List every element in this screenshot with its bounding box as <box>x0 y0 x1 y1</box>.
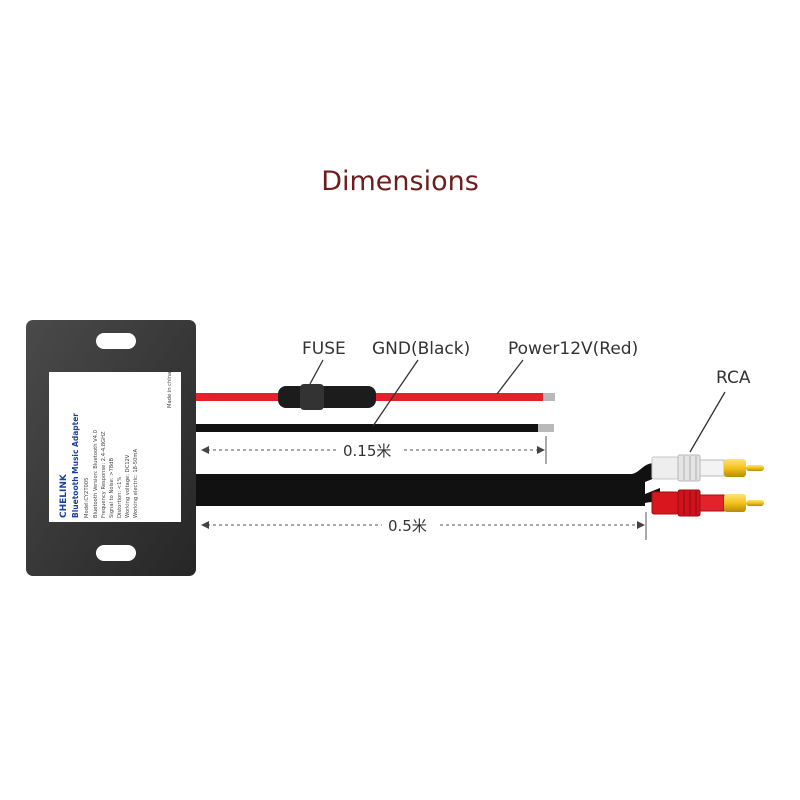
gnd-leader-line <box>372 359 419 427</box>
mounting-hole-bottom <box>96 545 136 561</box>
spec-line-1: Bluetooth Version: Bluetooth V4.0 <box>93 430 99 518</box>
rca-leader-line <box>689 391 726 453</box>
fuse-label: FUSE <box>302 339 346 359</box>
fuse-holder <box>278 384 376 410</box>
origin-text: Made in china <box>167 372 173 408</box>
device-label-text: CHELINK Bluetooth Music Adapter Model:CY… <box>59 372 173 518</box>
spec-line-3: Signal to Noise: >78dB <box>109 458 115 518</box>
rca-label: RCA <box>716 368 751 388</box>
spec-line-2: Frequency Response: 2.4-4.8GHZ <box>101 431 107 518</box>
spec-line-5: Working voltage: DC12V <box>125 454 131 518</box>
spec-line-6: Working electric: 18-50mA <box>133 449 139 518</box>
spec-line-4: Distortion: <1% <box>117 477 123 518</box>
rca-cable <box>195 463 660 506</box>
adapter-device: CHELINK Bluetooth Music Adapter Model:CY… <box>26 320 196 576</box>
device-label <box>49 372 181 522</box>
product-name: Bluetooth Music Adapter <box>71 413 80 518</box>
fuse-leader-line <box>309 359 324 385</box>
dimension-short: 0.15米 <box>201 436 547 464</box>
brand-logo: CHELINK <box>59 473 69 518</box>
gnd-label: GND(Black) <box>372 339 470 359</box>
dimension-long-label: 0.5米 <box>388 517 427 535</box>
power-label: Power12V(Red) <box>508 339 638 359</box>
power-leader-line <box>496 359 524 395</box>
rca-red-plug <box>651 489 764 517</box>
model-text: Model:CY2T005 <box>84 478 90 518</box>
dimension-long: 0.5米 <box>201 512 647 540</box>
rca-white-plug <box>651 454 764 482</box>
page-title: Dimensions <box>321 166 479 197</box>
dimension-short-label: 0.15米 <box>343 442 391 460</box>
gnd-wire <box>195 424 554 432</box>
mounting-hole-top <box>96 333 136 349</box>
